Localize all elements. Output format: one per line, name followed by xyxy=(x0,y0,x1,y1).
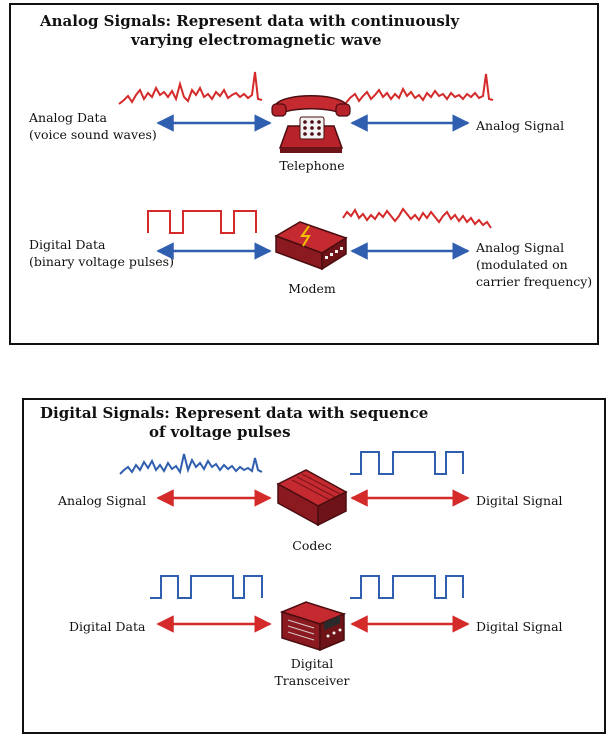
analog-signal-output-label: Analog Signal xyxy=(476,118,565,133)
modem-label: Modem xyxy=(288,281,336,296)
digital-signal-output-label-1: Digital Signal xyxy=(476,493,563,508)
codec-label: Codec xyxy=(292,538,332,553)
analog-panel-title-line2: varying electromagnetic wave xyxy=(131,31,382,49)
digital-panel-title-line2: of voltage pulses xyxy=(149,423,291,441)
modulated-analog-signal-sublabel-1: (modulated on xyxy=(476,257,568,272)
digital-transceiver-label-line1: Digital xyxy=(290,656,334,671)
digital-data-label: Digital Data xyxy=(29,237,106,252)
digital-data-sublabel: (binary voltage pulses) xyxy=(29,254,174,269)
digital-transceiver-label-line2: Transceiver xyxy=(274,673,350,688)
telephone-label: Telephone xyxy=(279,158,345,173)
digital-panel-title-line1: Digital Signals: Represent data with seq… xyxy=(40,404,429,422)
modulated-analog-signal-label: Analog Signal xyxy=(476,240,565,255)
analog-signals-panel xyxy=(9,3,599,345)
digital-signal-output-label-2: Digital Signal xyxy=(476,619,563,634)
digital-data-input-label: Digital Data xyxy=(69,619,146,634)
analog-data-label: Analog Data xyxy=(29,110,107,125)
analog-data-sublabel: (voice sound waves) xyxy=(29,127,157,142)
analog-signal-input-label: Analog Signal xyxy=(58,493,147,508)
modulated-analog-signal-sublabel-2: carrier frequency) xyxy=(476,274,593,289)
analog-panel-title-line1: Analog Signals: Represent data with cont… xyxy=(40,12,460,30)
